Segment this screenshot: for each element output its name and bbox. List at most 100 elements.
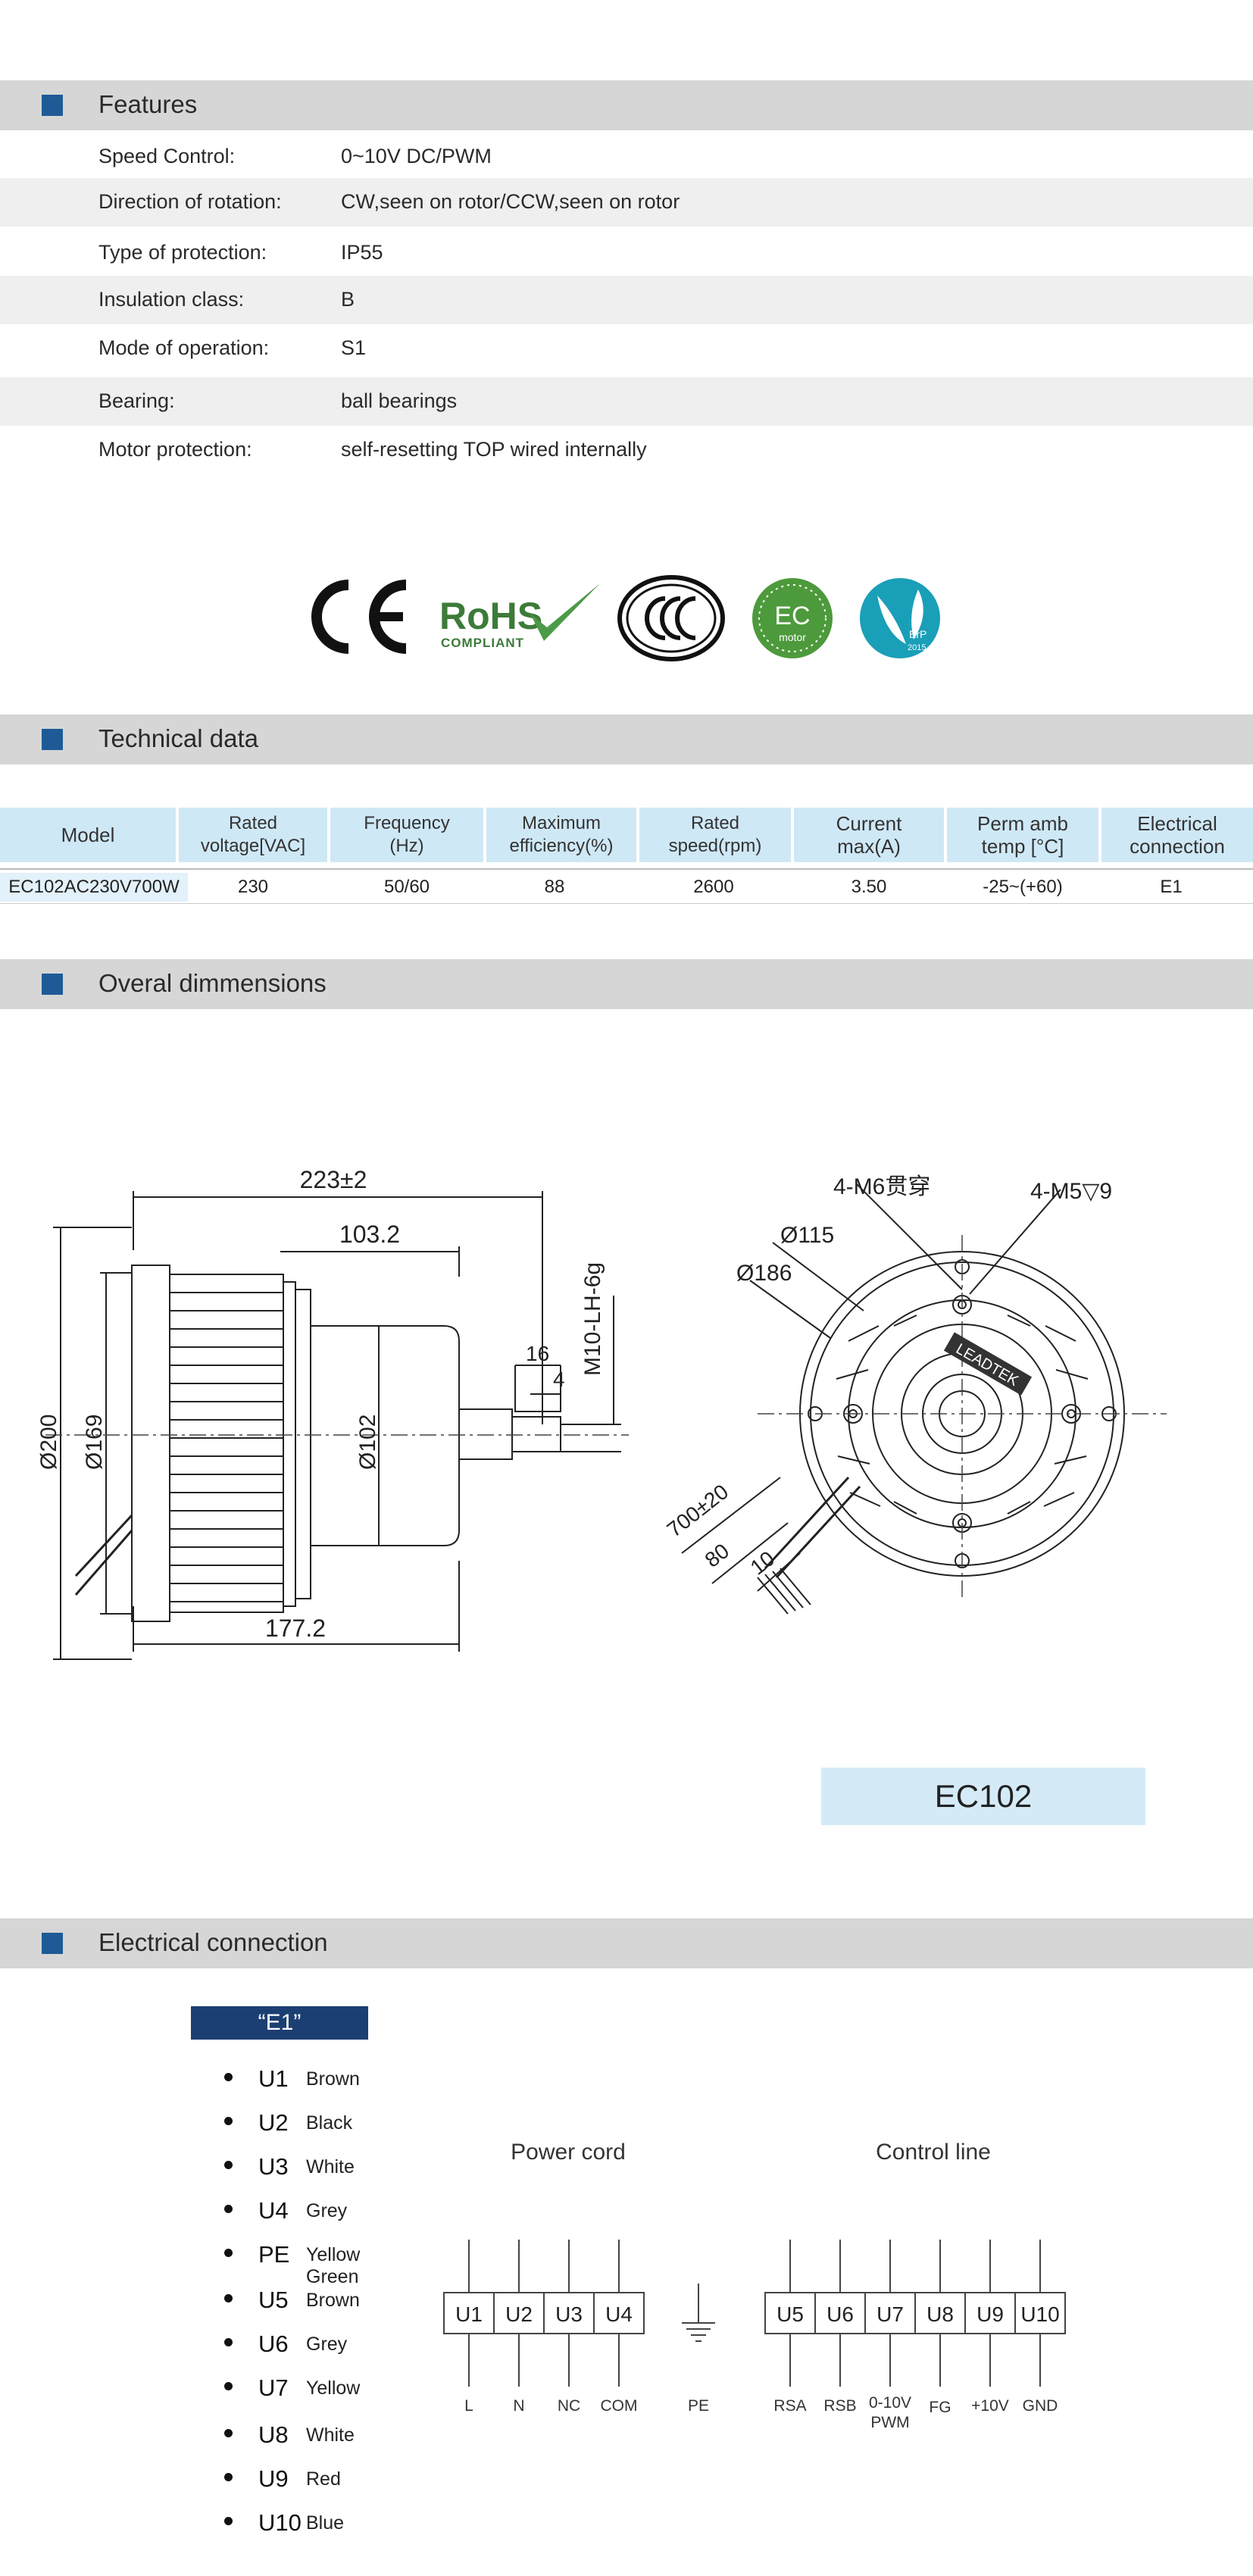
- terminal-label-pe: PE: [688, 2397, 709, 2415]
- erp-text: ErP: [909, 628, 926, 640]
- dim-700: 700±20: [663, 1480, 733, 1542]
- wire-color: White: [306, 2424, 355, 2446]
- terminal-label-10v: +10V: [971, 2397, 1009, 2415]
- dim-16: 16: [526, 1342, 549, 1365]
- terminal-u6: U6: [826, 2302, 854, 2326]
- wire-color: Black: [306, 2112, 353, 2134]
- feature-row-mode: Mode of operation: S1: [0, 324, 1253, 373]
- model-label-box: EC102: [821, 1768, 1145, 1825]
- terminal-u3: U3: [555, 2302, 583, 2326]
- dim-103: 103.2: [339, 1221, 400, 1248]
- section-square-icon: [42, 974, 63, 995]
- wire-code: U2: [258, 2109, 289, 2136]
- wire-color: White: [306, 2156, 355, 2177]
- bullet-icon: [224, 2073, 233, 2081]
- bullet-icon: [224, 2205, 233, 2213]
- features-header: Features: [0, 80, 1253, 130]
- wire-color: Yellow Green: [306, 2244, 361, 2287]
- technical-data-title: Technical data: [98, 724, 258, 752]
- terminal-label-gnd: GND: [1023, 2397, 1058, 2415]
- bullet-icon: [224, 2473, 233, 2481]
- feature-row-bearing: Bearing: ball bearings: [0, 377, 1253, 426]
- feature-row-protection: Type of protection: IP55: [0, 229, 1253, 277]
- wire-color: Brown: [306, 2290, 360, 2311]
- dim-200: Ø200: [36, 1415, 61, 1470]
- feature-value: B: [341, 288, 355, 311]
- terminal-label-nc: NC: [558, 2397, 580, 2415]
- feature-value: ball bearings: [341, 389, 458, 412]
- connection-tag: “E1”: [191, 2006, 368, 2040]
- table-cell-temp: -25~(+60): [983, 877, 1063, 897]
- wire-code: U6: [258, 2331, 289, 2357]
- section-square-icon: [42, 729, 63, 750]
- table-header-model: Model: [0, 808, 176, 862]
- table-cell-speed: 2600: [693, 877, 734, 897]
- wire-code: U7: [258, 2374, 289, 2401]
- feature-value: S1: [341, 336, 367, 359]
- wire-code: U3: [258, 2153, 289, 2180]
- terminal-label-fg: FG: [929, 2399, 951, 2416]
- dim-115: Ø115: [780, 1223, 834, 1248]
- feature-label: Insulation class:: [98, 288, 245, 311]
- terminal-u8: U8: [926, 2302, 954, 2326]
- table-cell-voltage: 230: [237, 877, 269, 897]
- feature-row-motor-protection: Motor protection: self-resetting TOP wir…: [0, 426, 1253, 474]
- wire-code: U5: [258, 2287, 289, 2313]
- motor-front-view-drawing: LEADTEK 4-M6贯穿 4-M5▽9 Ø115 Ø186 700±20 8…: [663, 1174, 1167, 1615]
- feature-row-direction: Direction of rotation: CW,seen on rotor/…: [0, 178, 1253, 227]
- wire-code: U1: [258, 2065, 289, 2092]
- bullet-icon: [224, 2249, 233, 2257]
- terminal-u1: U1: [455, 2302, 483, 2326]
- dimensions-title: Overal dimmensions: [98, 969, 327, 997]
- features-title: Features: [98, 90, 198, 118]
- table-cell-frequency: 50/60: [383, 877, 430, 897]
- feature-value: 0~10V DC/PWM: [341, 145, 492, 167]
- erp-year-text: 2015: [908, 643, 926, 652]
- ec-motor-icon: EC motor: [752, 578, 833, 658]
- wire-code: U8: [258, 2421, 289, 2448]
- wire-color: Yellow: [306, 2377, 361, 2399]
- terminal-u2: U2: [505, 2302, 533, 2326]
- dim-177: 177.2: [265, 1615, 326, 1642]
- rohs-text: RoHS: [439, 595, 542, 637]
- dim-m10: M10-LH-6g: [580, 1262, 605, 1376]
- feature-row-insulation: Insulation class: B: [0, 276, 1253, 324]
- ccc-mark-icon: [617, 575, 725, 661]
- feature-label: Motor protection:: [98, 438, 252, 461]
- ec-sub-text: motor: [779, 631, 806, 643]
- rohs-compliant-icon: RoHS COMPLIANT: [439, 583, 600, 650]
- feature-label: Type of protection:: [98, 241, 267, 264]
- ground-icon: [682, 2284, 715, 2342]
- dim-10: 10: [746, 1546, 780, 1580]
- table-cell-connection: E1: [1160, 877, 1183, 897]
- dim-4: 4: [553, 1368, 565, 1391]
- electrical-header: Electrical connection: [0, 1918, 1253, 1968]
- terminal-label-l: L: [464, 2397, 473, 2415]
- bullet-icon: [224, 2338, 233, 2346]
- certification-logos: RoHS COMPLIANT EC motor ErP 2015: [311, 575, 940, 661]
- wire-color: Grey: [306, 2334, 348, 2355]
- dimensions-header: Overal dimmensions: [0, 959, 1253, 1009]
- wiring-diagram: Power cord Control line: [443, 2140, 1066, 2431]
- feature-value: self-resetting TOP wired internally: [341, 438, 647, 461]
- section-square-icon: [42, 95, 63, 116]
- electrical-title: Electrical connection: [98, 1928, 328, 1956]
- dim-169: Ø169: [82, 1415, 107, 1470]
- dim-4-m5: 4-M5▽9: [1030, 1179, 1112, 1204]
- dim-80: 80: [701, 1539, 734, 1572]
- ec-text: EC: [774, 602, 810, 630]
- terminal-label-0-10v: 0-10V: [869, 2394, 911, 2412]
- table-cell-efficiency: 88: [544, 877, 565, 897]
- ce-mark-icon: [311, 580, 407, 654]
- table-header-frequency: Frequency(Hz): [330, 808, 483, 862]
- terminal-u9: U9: [976, 2302, 1004, 2326]
- feature-label: Mode of operation:: [98, 336, 270, 359]
- wire-color: Blue: [306, 2512, 345, 2534]
- terminal-u10: U10: [1020, 2302, 1059, 2326]
- table-cell-current: 3.50: [851, 877, 887, 897]
- feature-value: CW,seen on rotor/CCW,seen on rotor: [341, 190, 680, 213]
- wire-color: Red: [306, 2468, 341, 2490]
